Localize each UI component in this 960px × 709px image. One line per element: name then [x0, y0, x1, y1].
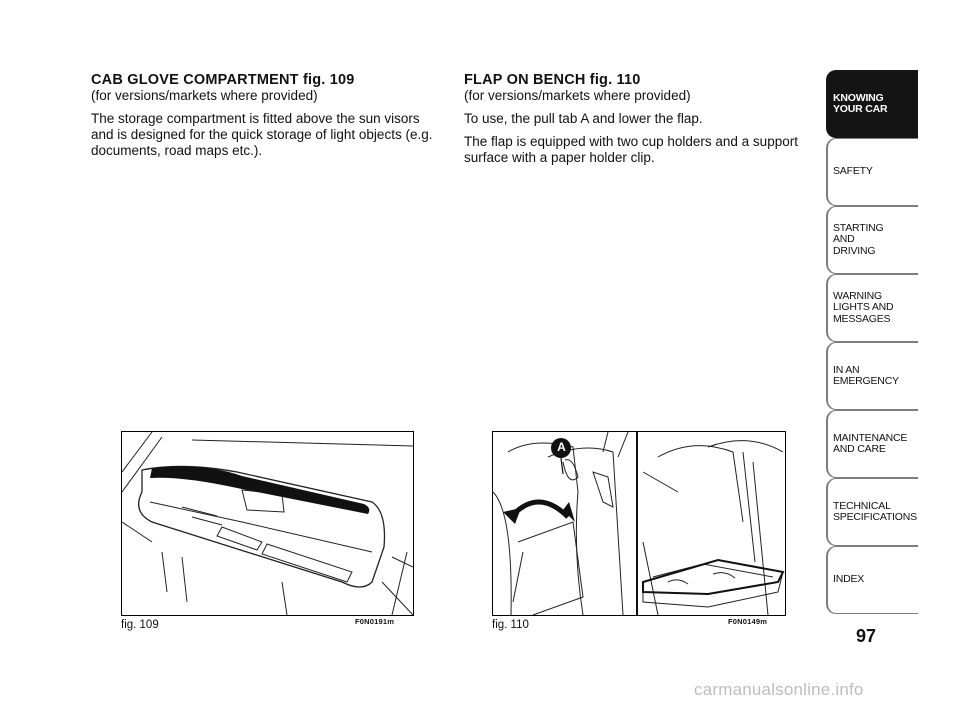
bench-flap-drawing: [493, 432, 785, 615]
page-number: 97: [856, 626, 877, 646]
tab-knowing-your-car[interactable]: KNOWING YOUR CAR: [826, 70, 918, 138]
figure-110-code: F0N0149m: [728, 617, 768, 626]
tab-emergency[interactable]: IN AN EMERGENCY: [826, 342, 918, 410]
tab-label: IN AN EMERGENCY: [833, 363, 899, 387]
tab-maintenance[interactable]: MAINTENANCE AND CARE: [826, 410, 918, 478]
figure-109-caption: fig. 109: [121, 619, 159, 631]
figure-109-illustration: [121, 431, 414, 616]
figure-110-caption: fig. 110: [492, 619, 529, 631]
cab-compartment-drawing: [122, 432, 413, 615]
tab-safety[interactable]: SAFETY: [826, 138, 918, 206]
tab-warning-lights[interactable]: WARNING LIGHTS AND MESSAGES: [826, 274, 918, 342]
section-body-description: The flap is equipped with two cup holder…: [464, 134, 798, 165]
tab-label: MAINTENANCE AND CARE: [833, 431, 908, 455]
tab-label: INDEX: [833, 573, 865, 586]
tab-label: WARNING LIGHTS AND MESSAGES: [833, 289, 894, 325]
chapter-tabs: KNOWING YOUR CAR SAFETY STARTING AND DRI…: [826, 70, 918, 614]
figure-109-code: F0N0191m: [355, 617, 395, 626]
section-body-instruction: To use, the pull tab A and lower the fla…: [464, 111, 703, 126]
tab-starting-and-driving[interactable]: STARTING AND DRIVING: [826, 206, 918, 274]
marker-a-icon: [551, 438, 571, 458]
section-heading: FLAP ON BENCH fig. 110: [464, 72, 641, 88]
tab-label: TECHNICAL SPECIFICATIONS: [833, 499, 917, 523]
section-subtitle: (for versions/markets where provided): [464, 88, 691, 103]
section-heading: CAB GLOVE COMPARTMENT fig. 109: [91, 72, 355, 88]
tab-index[interactable]: INDEX: [826, 546, 918, 614]
section-cab-glove-compartment: CAB GLOVE COMPARTMENT fig. 109 (for vers…: [91, 72, 441, 166]
section-flap-on-bench: FLAP ON BENCH fig. 110 (for versions/mar…: [464, 72, 814, 173]
tab-label: STARTING AND DRIVING: [833, 221, 884, 257]
watermark: carmanualsonline.info: [694, 680, 864, 699]
figure-110-illustration: A: [492, 431, 786, 616]
tab-technical-specifications[interactable]: TECHNICAL SPECIFICATIONS: [826, 478, 918, 546]
section-body: The storage compartment is fitted above …: [91, 111, 433, 158]
tab-label: KNOWING YOUR CAR: [833, 91, 888, 115]
tab-label: SAFETY: [833, 165, 873, 178]
marker-a-label: A: [557, 440, 566, 454]
section-subtitle: (for versions/markets where provided): [91, 88, 318, 103]
